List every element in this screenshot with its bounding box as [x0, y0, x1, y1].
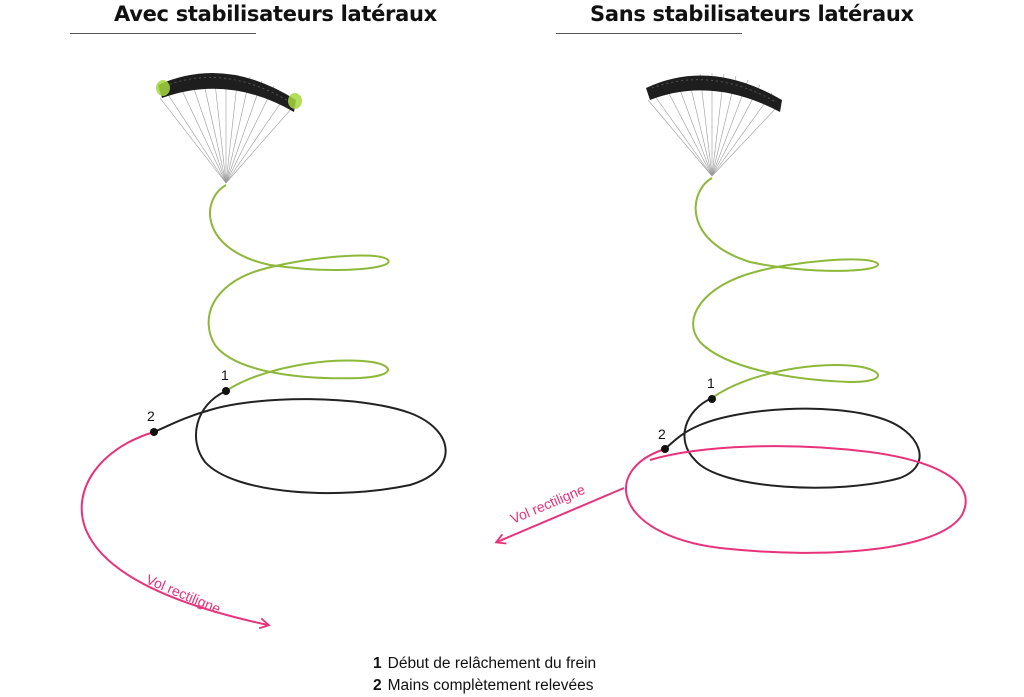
left-canopy: [158, 73, 296, 112]
left-point-2-label: 2: [147, 408, 155, 424]
right-straight-flight-arrow: [494, 487, 625, 545]
left-point-2: [150, 428, 158, 436]
left-straight-flight-label: Vol rectiligne: [144, 571, 224, 617]
right-recovery-path: [664, 397, 921, 489]
right-title-underline: [556, 33, 742, 34]
right-point-2-label: 2: [658, 426, 666, 442]
left-stabilizer-right: [288, 93, 302, 109]
right-canopy: [646, 75, 782, 112]
right-point-2: [661, 445, 669, 453]
left-title-underline: [70, 33, 256, 34]
legend-item: 1 Début de relâchement du frein: [373, 653, 596, 675]
right-paraglider: [646, 73, 782, 177]
right-point-1-label: 1: [707, 375, 715, 391]
left-point-1: [222, 387, 230, 395]
legend-item: 2 Mains complètement relevées: [373, 675, 596, 697]
legend: 1 Début de relâchement du frein 2 Mains co…: [373, 653, 596, 697]
right-straight-flight-path: [625, 445, 967, 554]
left-panel-title: Avec stabilisateurs latéraux: [114, 2, 437, 26]
left-point-1-label: 1: [221, 367, 229, 383]
left-straight-flight-path: [80, 431, 271, 630]
right-point-1: [708, 395, 716, 403]
left-paraglider: [156, 73, 302, 184]
legend-item-number: 2: [373, 677, 382, 694]
legend-item-text: Mains complètement relevées: [387, 677, 594, 694]
left-recovery-path: [153, 390, 447, 495]
legend-item-text: Début de relâchement du frein: [387, 655, 597, 672]
left-spiral-path: [207, 184, 390, 392]
left-stabilizer-left: [156, 80, 170, 96]
right-panel-title: Sans stabilisateurs latéraux: [590, 2, 914, 26]
right-spiral-path: [692, 177, 880, 399]
legend-item-number: 1: [373, 655, 382, 672]
